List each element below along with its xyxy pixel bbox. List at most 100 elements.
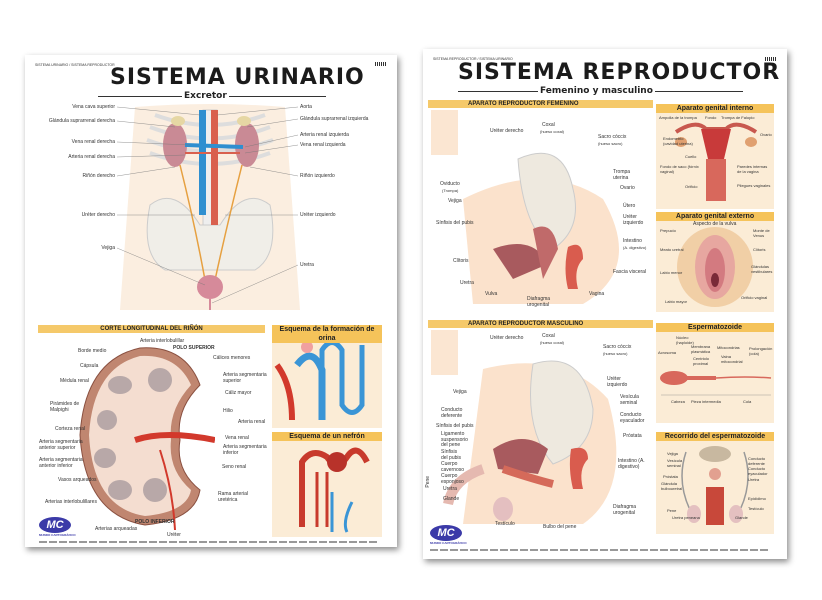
label: Uretra [443,486,457,492]
label: Oviducto [440,181,460,187]
label: Uretra [300,262,314,268]
label: Rama arterial uretérica [218,491,249,503]
breadcrumb: SISTEMA URINARIO / SISTEMA REPRODUCTOR [35,63,115,67]
label: Coxal [542,333,555,339]
label: Paredes internas de la vagina [737,164,768,174]
label: Labio mayor [665,299,688,304]
label: Vagina [589,291,605,297]
label: Monte de Venus [753,228,770,238]
urinary-anatomy-illustration [116,104,300,310]
label: Sínfisis del pubis [436,423,474,429]
barcode-icon [765,57,777,61]
section-header-male: APARATO REPRODUCTOR MASCULINO [428,320,653,328]
label: Intestino [623,238,642,244]
label: Labio menor [660,270,683,275]
label: Vejiga [453,389,467,395]
label: Glándula suprarrenal derecha [48,118,115,124]
sperm-panel [656,323,774,423]
kidney-cross-section-illustration [79,347,215,530]
publisher-name: MUNDO CARTOGRÁFICO [430,541,467,545]
label: Útero [623,203,636,209]
label: Conducto eyaculador [620,412,645,424]
poster-subtitle: Femenino y masculino [538,86,655,96]
label: Glándula suprarrenal izquierda [300,116,369,122]
label: Clítoris [453,258,469,264]
label: Membrana plasmática [691,344,711,354]
label: Ampolla de la trompa [659,115,697,120]
label: (Trompa) [442,188,459,193]
label: Cápsula [80,363,99,369]
sperm-route-panel [656,432,774,534]
label: Coxal [542,122,555,128]
label: Cuerpo esponjoso [441,473,464,485]
publisher-logo: MC [430,525,462,541]
label: Corteza renal [55,426,86,432]
label: Arteria segmentaria anterior superior [39,439,83,451]
publisher-logo: MC [39,517,71,533]
label: Uretra [460,280,474,286]
poster-sistema-urinario: SISTEMA URINARIO / SISTEMA REPRODUCTOR S… [25,55,397,547]
label: Pliegues vaginales [737,183,771,188]
label: Conducto eyaculador [748,466,768,476]
section-header-urine-formation: Esquema de la formación de orina [272,325,382,343]
poster-title: SISTEMA URINARIO [110,65,365,90]
label: Cabeza [671,399,685,404]
section-header-kidney: CORTE LONGITUDINAL DEL RIÑÓN [38,325,265,333]
label: Vena cava superior [72,104,115,110]
label: Fascia visceral [613,269,647,275]
label: Vulva [485,291,498,297]
label: Próstata [623,433,642,439]
label: Pene [667,508,677,513]
label: Vena renal derecha [71,139,115,145]
label: Orificio vaginal [741,295,768,300]
external-subtitle: Aspecto de la vulva [693,221,737,227]
label: Pirámides de Malpighi [50,401,80,413]
label: Trompa uterina [613,169,631,181]
barcode-icon [375,62,387,66]
label: Ligamento suspensorio del pene [441,431,468,448]
label: Pene [425,475,432,488]
label: Glándula bulbouretral [661,481,683,491]
label: Acrosoma [658,350,677,355]
section-header-external: Aparato genital externo [656,212,774,221]
label: Arteria renal izquierda [300,132,349,138]
label: Glándulas vestibulares [751,264,773,274]
external-genital-panel [656,212,774,312]
label: Sínfisis del pubis [436,220,474,226]
label: Prolongación (cola) [749,346,773,356]
nephron-diagram [299,447,370,533]
label: Vasos arqueados [58,477,97,483]
urine-formation-diagram [274,340,365,421]
label: Endometrio (cavidad uterina) [663,136,693,146]
label: Cuerpo cavernoso [441,461,465,473]
label: Arterias arqueadas [95,526,138,532]
label: Arteria renal [238,419,266,425]
label: Sacro cóccix [603,344,632,350]
label: Vena renal izquierda [300,142,346,148]
section-header-sperm: Espermatozoide [656,323,774,332]
label: Intestino (A. digestivo) [618,458,645,470]
label: (hueso coxal) [540,340,565,345]
label: Arteria segmentaria superior [223,372,267,384]
label: Conducto deferente [748,456,766,466]
label: Arterias interlobulillares [45,499,97,505]
internal-genital-panel [656,104,774,209]
label: Cuello [685,154,697,159]
label: Seno renal [222,464,247,470]
label: Testículo [495,521,515,527]
label: Arteria segmentaria anterior inferior [39,457,83,469]
label: POLO SUPERIOR [173,345,215,351]
label: Ovario [620,185,635,191]
label: Núcleo (haploide) [676,335,694,345]
body-locator-male-icon [431,330,458,375]
label: (hueso sacro) [598,141,623,146]
label: Glande [735,515,748,520]
vulva-diagram [677,227,753,307]
label: Cáliz mayor [225,390,252,396]
label: Prepucio [660,228,676,233]
label: POLO INFERIOR [135,519,175,525]
label: Trompa de Falopio [721,115,755,120]
section-header-internal: Aparato genital interno [656,104,774,113]
female-pelvis-illustration [463,152,619,304]
label: Bulbo del pene [543,524,577,530]
